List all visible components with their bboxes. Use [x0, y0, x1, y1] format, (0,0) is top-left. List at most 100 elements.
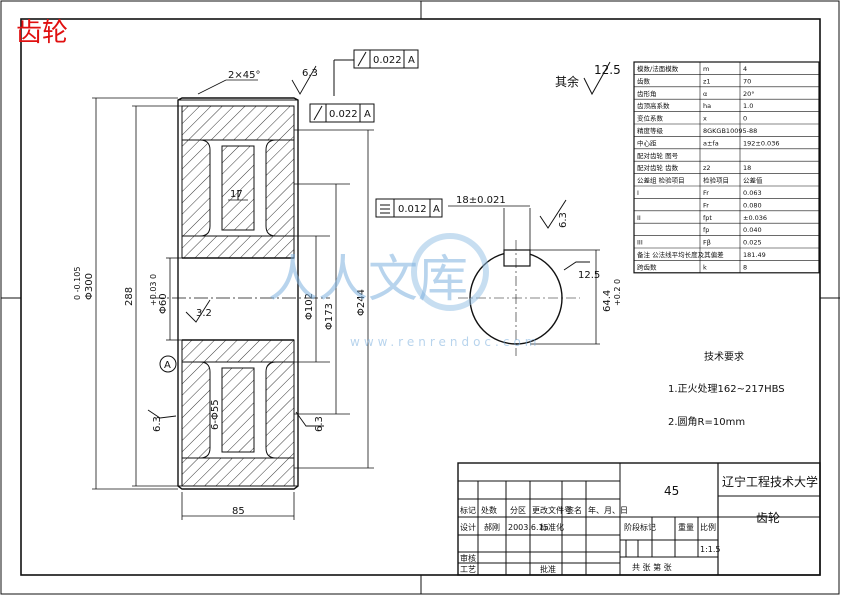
gear-table-cell: 1.0	[743, 102, 753, 110]
left-dim-texts: 2×45° Φ300 0 -0.105 288 Φ60 +0.03 0 17 Φ…	[73, 70, 367, 517]
dim-bore-tol: +0.03 0	[149, 274, 158, 306]
rough-3-2: 3.2	[196, 308, 212, 319]
holes-text: 6-Φ55	[210, 399, 221, 430]
gear-table-cell: 精度等级	[637, 126, 664, 135]
gear-table-cell: 模数/法面模数	[637, 64, 679, 73]
gear-table-cell: α	[703, 90, 707, 98]
gear-table-cell: z1	[703, 77, 711, 85]
dim-85: 85	[232, 506, 245, 517]
designer: 郝刚	[484, 522, 500, 532]
gear-table-cell: 0.040	[743, 226, 762, 234]
gear-table-cell: 0.080	[743, 201, 762, 209]
gear-table-cell: 181.49	[743, 251, 766, 259]
std-label: 标准化	[540, 522, 564, 532]
stage-label: 阶段标记	[624, 522, 656, 532]
h-sign: 签名	[566, 505, 582, 515]
tech-req-item2: 2.圆角R=10mm	[668, 416, 745, 428]
gear-table-cell: ±0.036	[743, 214, 767, 222]
gear-table-cell: I	[637, 189, 639, 197]
key-rough: 6.3	[558, 212, 569, 228]
h-date: 年、月、日	[588, 505, 628, 515]
gear-table-cell: ha	[703, 102, 711, 110]
designer-label: 设计	[460, 522, 476, 532]
weight-label: 重量	[678, 522, 694, 532]
gear-table-cell: k	[703, 263, 707, 271]
h-doc: 更改文件号	[532, 505, 572, 515]
material: 45	[664, 484, 679, 498]
svg-text:A: A	[364, 109, 371, 120]
rough-top: 6.3	[302, 68, 318, 79]
school-name: 辽宁工程技术大学	[722, 474, 818, 489]
watermark: 人人文库 www.renrendoc.com	[268, 233, 540, 349]
gear-table-cell: a±fa	[703, 139, 719, 147]
gear-table-cell: 18	[743, 164, 751, 172]
scale: 1:1.5	[700, 545, 721, 554]
process-label: 工艺	[460, 565, 476, 574]
gear-table-cell: 齿顶高系数	[637, 101, 670, 110]
key-width: 18±0.021	[456, 195, 506, 206]
gear-table-cell: 8	[743, 263, 747, 271]
svg-text:A: A	[408, 55, 415, 66]
svg-text:0.012: 0.012	[398, 204, 427, 215]
tech-req-title: 技术要求	[704, 350, 744, 363]
title-block	[457, 462, 821, 576]
dim-244: Φ244	[356, 289, 367, 316]
gear-table-cell: 中心距	[637, 138, 657, 147]
design-date: 2003.6.15	[508, 523, 549, 532]
h-mark: 标记	[460, 505, 476, 515]
gear-section-view	[150, 97, 330, 490]
rest-rough-label: 其余	[555, 74, 579, 89]
gear-table-cell: 公差值	[743, 176, 763, 185]
datum-a-marker	[159, 355, 177, 373]
dim-od-tol: 0 -0.105	[73, 267, 82, 300]
flatness-frame: 0.012 A	[375, 198, 443, 218]
datum-a-text: A	[164, 360, 171, 371]
rough-right: 6.3	[314, 416, 325, 432]
gear-table-cell: 配对齿轮 齿数	[637, 163, 679, 172]
rough-left: 6.3	[152, 416, 163, 432]
bore-rough: 12.5	[578, 270, 600, 281]
h-count: 处数	[481, 505, 497, 515]
gear-table-cell: 20°	[743, 90, 755, 98]
dim-173: Φ173	[324, 303, 335, 330]
left-dimensions	[92, 79, 374, 520]
runout-frame-2: 0.022 A	[309, 103, 375, 123]
gear-table-cell: fpt	[703, 214, 712, 222]
gear-table-cell: z2	[703, 164, 711, 172]
runout-frame-1: 0.022 A	[333, 49, 419, 96]
dim-17: 17	[230, 189, 243, 200]
gear-table-cell: 检验项目	[703, 176, 729, 185]
roughness-symbols-left	[147, 65, 324, 427]
gear-table-cell: 变位系数	[637, 114, 664, 123]
tech-req-item1: 1.正火处理162~217HBS	[668, 383, 785, 395]
gear-table-cell: 齿数	[637, 76, 651, 85]
gear-table-cell: 备注 公法线平均长度及其偏差	[637, 250, 724, 259]
corner-title: 齿轮	[16, 18, 68, 48]
gear-table-cell: III	[637, 239, 643, 247]
watermark-url: www.renrendoc.com	[350, 335, 540, 349]
gear-table-cell: 192±0.036	[743, 139, 779, 147]
part-name: 齿轮	[756, 511, 780, 525]
gear-table-cell: 0.063	[743, 189, 762, 197]
dim-102: Φ102	[304, 293, 315, 320]
approve-label: 批准	[540, 564, 556, 574]
sheets: 共 张 第 张	[632, 562, 672, 572]
gear-table-cell: Fr	[703, 201, 709, 209]
gear-table-cell: 配对齿轮 图号	[637, 151, 679, 160]
dim-bore: Φ60	[158, 293, 169, 314]
gear-table-cell: 70	[743, 77, 751, 85]
rest-rough-value: 12.5	[594, 63, 621, 77]
gear-table-cell: II	[637, 214, 641, 222]
key-depth-tol: +0.2 0	[613, 279, 622, 306]
watermark-text: 人人文库	[268, 250, 468, 308]
check-label: 审核	[460, 553, 476, 563]
dim-288: 288	[124, 287, 135, 306]
gear-table-cell: 4	[743, 65, 747, 73]
gear-table-cell: 齿形角	[637, 89, 657, 98]
dim-od: Φ300	[84, 273, 95, 300]
scale-label: 比例	[700, 522, 716, 532]
key-depth: 64.4	[602, 290, 613, 312]
gear-table-cell: x	[703, 115, 707, 123]
